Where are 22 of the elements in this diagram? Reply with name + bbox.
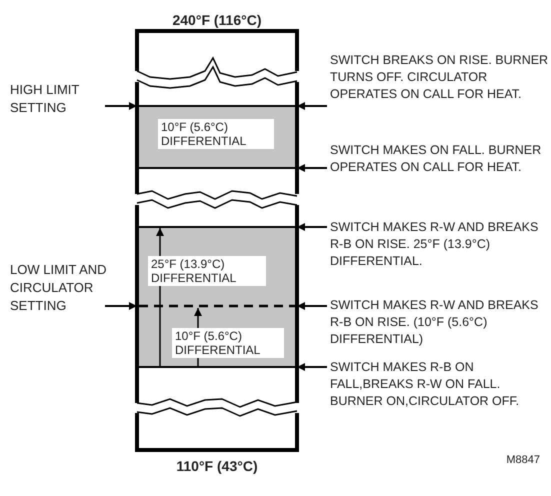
- differential-label: 10°F (5.6°C) DIFFERENTIAL: [158, 119, 274, 149]
- temperature-label: 110°F (43°C): [175, 457, 259, 476]
- differential-label: 25°F (13.9°C) DIFFERENTIAL: [148, 256, 266, 286]
- pointer-arrow: [297, 223, 327, 231]
- switch-action-note: SWITCH MAKES R-W AND BREAKS R-B ON RISE. (10°F (5.6°C) DIFFERENTIAL): [330, 297, 550, 348]
- pointer-arrow: [105, 302, 137, 310]
- pointer-arrow: [297, 363, 327, 371]
- temperature-label: 240°F (116°C): [171, 11, 263, 30]
- switch-action-note: SWITCH MAKES R-B ON FALL,BREAKS R-W ON FALL. BURNER ON,CIRCULATOR OFF.: [330, 359, 550, 410]
- switch-action-note: SWITCH MAKES ON FALL. BURNER OPERATES ON CALL FOR HEAT.: [330, 142, 550, 176]
- switch-action-note: SWITCH MAKES R-W AND BREAKS R-B ON RISE. 25°F (13.9°C) DIFFERENTIAL.: [330, 219, 550, 270]
- differential-band: [137, 226, 297, 368]
- pointer-arrow: [297, 302, 327, 310]
- differential-band: [137, 105, 297, 169]
- figure-number: M8847: [505, 453, 540, 468]
- setting-label: HIGH LIMIT SETTING: [10, 81, 102, 117]
- setting-label: LOW LIMIT AND CIRCULATOR SETTING: [10, 261, 135, 315]
- pointer-arrow: [297, 164, 327, 172]
- differential-label: 10°F (5.6°C) DIFFERENTIAL: [172, 328, 284, 358]
- pointer-arrow: [297, 102, 327, 110]
- pointer-arrow: [105, 102, 137, 110]
- switch-action-note: SWITCH BREAKS ON RISE. BURNER TURNS OFF. CIRCULATOR OPERATES ON CALL FOR HEAT.: [330, 52, 550, 103]
